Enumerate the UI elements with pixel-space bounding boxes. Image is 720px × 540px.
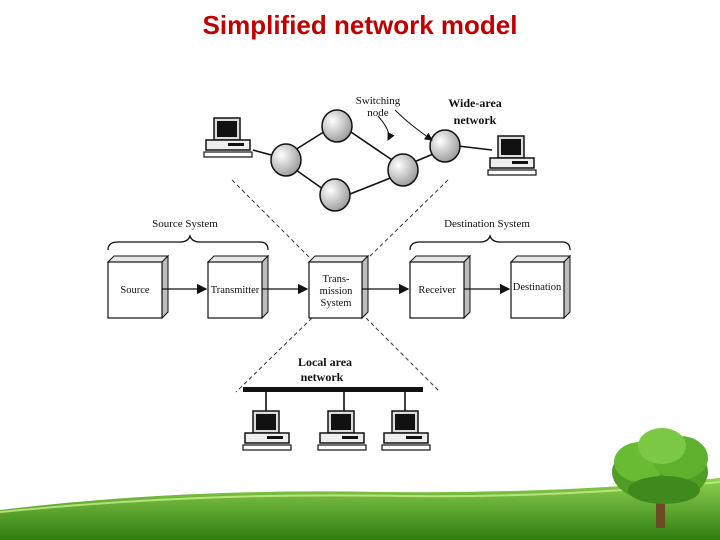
- source-box: Source: [106, 254, 170, 320]
- receiver-box: Receiver: [408, 254, 472, 320]
- lan-label: Local area: [298, 355, 352, 369]
- lan-computer-icon: [317, 410, 367, 451]
- wan-computer-icon: [203, 117, 253, 158]
- switching-node: [429, 129, 461, 163]
- grass-decoration: [0, 478, 720, 540]
- transmission-label: Trans-: [322, 274, 350, 285]
- lan-drops: [265, 392, 406, 412]
- wan-links: [252, 127, 493, 195]
- switching-node: [319, 178, 351, 212]
- switching-node-pointer: [377, 115, 395, 141]
- wan-label: Wide-area: [448, 96, 502, 110]
- transmission-system-box: Trans- mission System: [307, 254, 370, 320]
- switching-node: [321, 109, 353, 143]
- lan-projection-lines: [235, 317, 441, 393]
- lan-computer-icon: [381, 410, 431, 451]
- wide-area-network: Switching node Wide-area network: [203, 95, 537, 212]
- wan-projection-lines: [231, 179, 449, 261]
- source-system-brace: [107, 233, 269, 251]
- switching-node: [387, 153, 419, 187]
- local-area-network: Local area network: [242, 355, 431, 451]
- transmitter-box: Transmitter: [206, 254, 270, 320]
- switching-nodes: [270, 109, 461, 212]
- lan-label: network: [301, 370, 344, 384]
- tree-icon: [612, 428, 708, 528]
- wan-pointer: [394, 109, 433, 141]
- slide-title: Simplified network model: [202, 10, 518, 40]
- source-label: Source: [120, 285, 149, 296]
- switching-node-label: node: [367, 107, 389, 119]
- transmission-label: mission: [320, 286, 353, 297]
- receiver-label: Receiver: [418, 285, 456, 296]
- switching-node-label: Switching: [356, 95, 401, 107]
- destination-system-label: Destination System: [444, 218, 530, 230]
- transmission-label: System: [321, 298, 352, 309]
- lan-computer-icon: [242, 410, 292, 451]
- lan-bus: [243, 387, 423, 392]
- transmitter-label: Transmitter: [211, 285, 260, 296]
- wan-computer-icon: [487, 135, 537, 176]
- communication-chain: Source System Destination System Source …: [106, 218, 572, 320]
- switching-node: [270, 143, 302, 177]
- source-system-label: Source System: [152, 218, 218, 230]
- destination-label: Destination: [513, 282, 562, 293]
- destination-system-brace: [409, 233, 571, 251]
- destination-box: Destination: [509, 254, 572, 320]
- wan-label: network: [454, 113, 497, 127]
